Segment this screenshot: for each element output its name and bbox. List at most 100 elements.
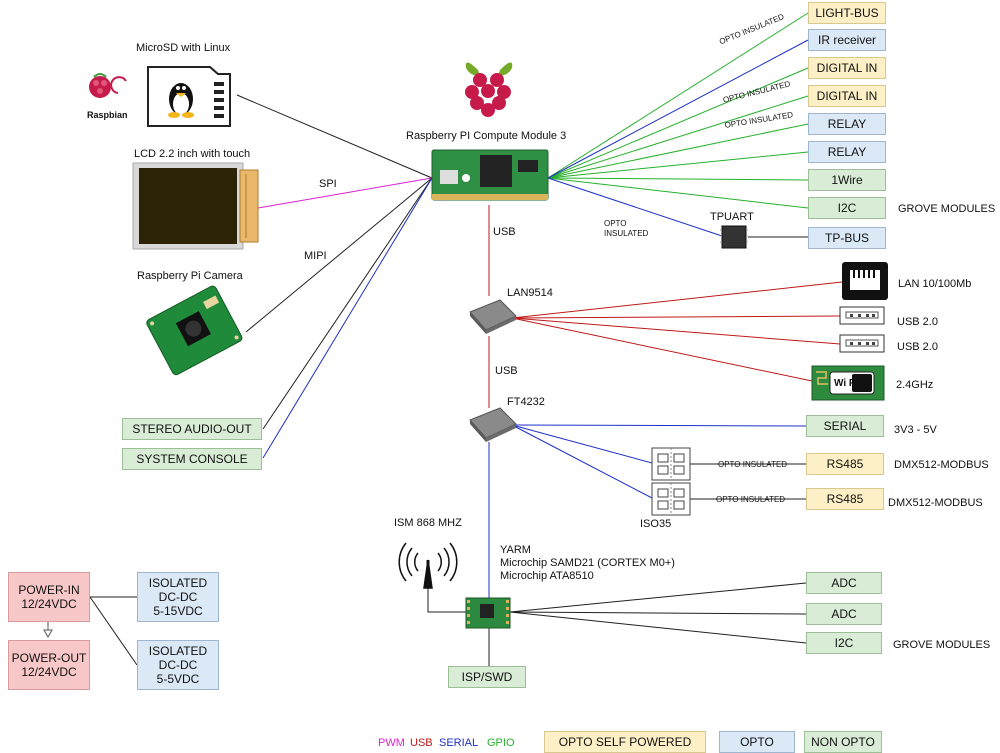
ft4232-chip-icon [469,407,517,442]
tp-bus-box: TP-BUS [808,227,886,249]
wire-camera [245,177,433,333]
rs485-box: RS485 [806,488,884,510]
compute-module-board [431,149,549,201]
isp-swd-box: ISP/SWD [448,666,526,688]
optocoupler-chip-icon [651,482,691,516]
raspberry-pi-logo [465,62,513,117]
power-in-box: POWER-IN 12/24VDC [8,572,90,622]
yarm-line2: Microchip ATA8510 [500,570,594,582]
pi-camera-board [146,285,243,376]
relay-box: RELAY [808,113,886,135]
opto-insulated-line2: INSULATED [604,229,649,238]
microsd-card-icon [147,66,231,127]
legend-usb: USB [410,737,433,749]
stereo-audio-box: STEREO AUDIO-OUT [122,418,262,440]
yarm-wires [427,582,807,666]
serial-box: SERIAL [806,415,884,437]
wifi-module-icon [811,365,885,401]
linux-tux-icon [168,83,194,118]
camera-label: Raspberry Pi Camera [137,270,243,282]
legend-serial: SERIAL [439,737,479,749]
i2c-box: I2C [806,632,882,654]
spi-label: SPI [319,178,337,190]
ethernet-port-icon [842,262,888,300]
lan9514-wires [511,281,843,382]
usb-port-icon [839,334,885,353]
lan9514-label: LAN9514 [507,287,553,299]
power-out-box: POWER-OUT 12/24VDC [8,640,90,690]
dmx-label: DMX512-MODBUS [894,459,989,471]
iso2-line2: DC-DC [158,658,198,672]
adc-box: ADC [806,603,882,625]
tpuart-chip-icon [720,225,748,249]
system-console-box: SYSTEM CONSOLE [122,448,262,470]
legend-gpio: GPIO [487,737,515,749]
ft4232-label: FT4232 [507,396,545,408]
microsd-label: MicroSD with Linux [136,42,231,54]
lcd-label: LCD 2.2 inch with touch [134,148,251,160]
power-in-line2: 12/24VDC [21,597,77,611]
ir-receiver-box: IR receiver [808,29,886,51]
ghz-label: 2.4GHz [896,379,934,391]
rs485-box: RS485 [806,453,884,475]
legend-pwm: PWM [378,737,405,749]
yarm-module-icon [465,597,511,629]
ism-label: ISM 868 MHZ [394,517,462,529]
relay-box: RELAY [808,141,886,163]
wire-ir [547,39,809,179]
iso1-line3: 5-15VDC [153,604,203,618]
wire-microsd [236,94,433,179]
yarm-label: YARM [500,544,531,556]
cm3-label: Raspberry PI Compute Module 3 [406,130,567,142]
legend-non-opto: NON OPTO [804,731,882,753]
i2c-box: I2C [808,197,886,219]
power-out-line1: POWER-OUT [11,651,87,665]
power-in-line1: POWER-IN [18,583,80,597]
iso1-line1: ISOLATED [148,576,208,590]
ft4232-wires [511,424,809,499]
wire-tpuart [547,177,723,237]
wire-spi [257,177,433,209]
wire-audio [262,177,433,430]
legend-opto-self-powered: OPTO SELF POWERED [544,731,706,753]
usb20-label: USB 2.0 [897,316,938,328]
opto-insulated-label: OPTO INSULATED [718,460,788,469]
raspbian-logo [89,73,127,98]
wire-power-iso2 [89,596,138,666]
digital-in-box: DIGITAL IN [808,85,886,107]
adc-box: ADC [806,572,882,594]
grove-modules-label: GROVE MODULES [898,203,996,215]
iso2-line3: 5-5VDC [156,672,200,686]
isolated-dcdc-box: ISOLATED DC-DC 5-15VDC [137,572,219,622]
lan-label: LAN 10/100Mb [898,278,972,290]
power-out-line2: 12/24VDC [21,665,77,679]
wifi-text: Wi Fi [834,378,858,389]
legend-opto: OPTO [719,731,795,753]
usb-port-icon [839,306,885,325]
iso35-label: ISO35 [640,518,672,530]
dmx-label: DMX512-MODBUS [888,497,983,509]
usb20-label: USB 2.0 [897,341,938,353]
lan9514-chip-icon [469,299,517,334]
antenna-icon [398,542,458,589]
light-bus-box: LIGHT-BUS [808,2,886,24]
optocoupler-chip-icon [651,447,691,481]
iso1-line2: DC-DC [158,590,198,604]
grove-modules-label: GROVE MODULES [893,639,991,651]
iso2-line1: ISOLATED [148,644,208,658]
yarm-line1: Microchip SAMD21 (CORTEX M0+) [500,557,675,569]
raspbian-label: Raspbian [87,110,128,120]
isolated-dcdc-box: ISOLATED DC-DC 5-5VDC [137,640,219,690]
gpio-wires [547,12,809,209]
mipi-label: MIPI [304,250,327,262]
opto-insulated-label: OPTO INSULATED [716,495,786,504]
lcd-screen [132,162,259,250]
digital-in-box: DIGITAL IN [808,57,886,79]
opto-insulated-line1: OPTO [604,219,627,228]
usb-label-2: USB [495,365,518,377]
serial-voltage-label: 3V3 - 5V [894,424,937,436]
onewire-box: 1Wire [808,169,886,191]
tpuart-label: TPUART [710,211,754,223]
power-down-arrow [43,622,53,639]
